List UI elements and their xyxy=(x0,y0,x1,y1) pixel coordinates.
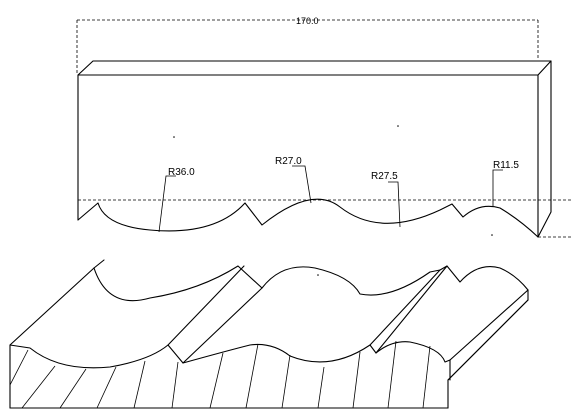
iso-front-profile xyxy=(9,341,451,369)
radius-leader-3: R27.5 xyxy=(371,171,401,228)
elevation-profile xyxy=(77,198,539,238)
radius-label: R11.5 xyxy=(493,160,519,171)
radius-leader-1: R36.0 xyxy=(158,167,195,233)
iso-back-profile xyxy=(93,265,529,302)
section-hatching xyxy=(9,340,431,409)
length-dimension: 170.0 xyxy=(76,16,539,75)
length-dimension-label: 170.0 xyxy=(296,16,319,26)
radius-label: R36.0 xyxy=(168,167,195,178)
elevation-front-face xyxy=(77,74,539,238)
isometric-view xyxy=(9,259,529,409)
elevation-view: 170.0 R36.0 R27.0 R27.5 R11.5 xyxy=(76,16,571,238)
radius-label: R27.5 xyxy=(371,171,398,182)
elevation-top-face xyxy=(77,60,552,238)
radius-leader-2: R27.0 xyxy=(275,156,312,204)
radius-label: R27.0 xyxy=(275,156,302,167)
radius-leader-4: R11.5 xyxy=(492,160,519,206)
